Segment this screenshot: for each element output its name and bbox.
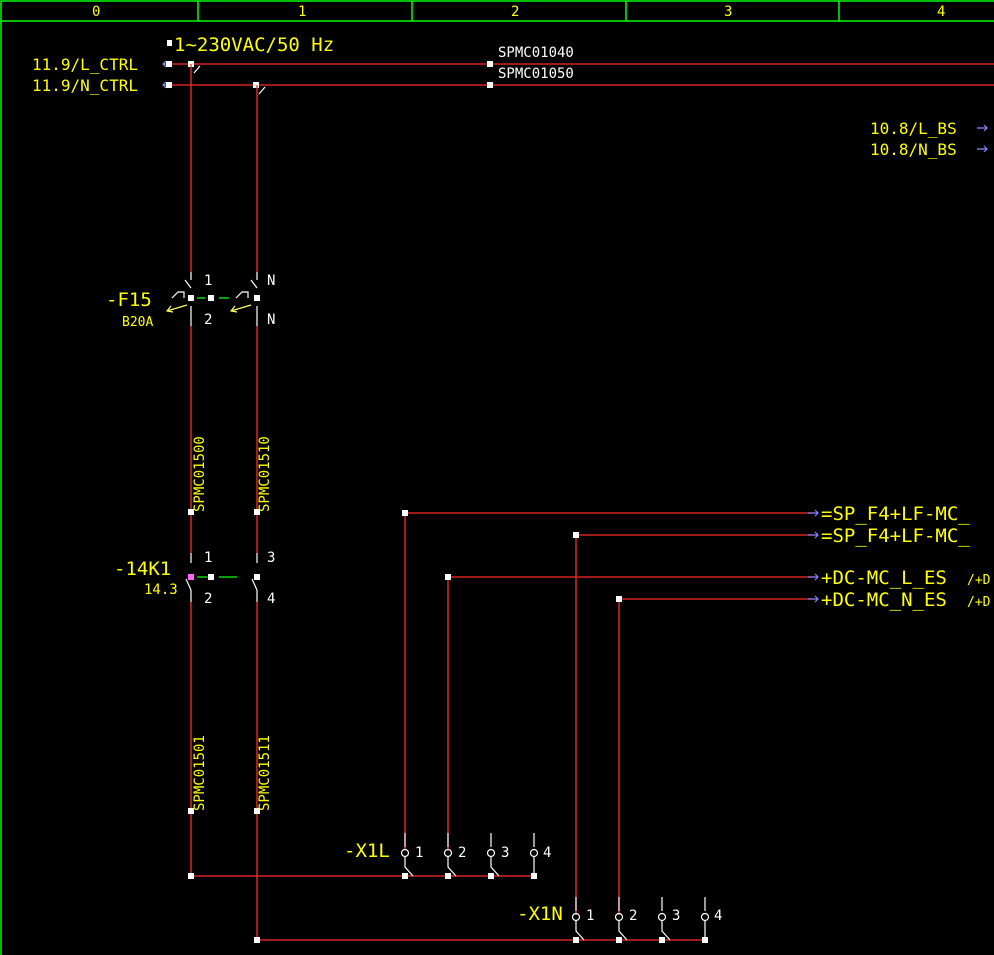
terminal-pin-label: 4 — [543, 845, 551, 861]
junction-node — [208, 574, 214, 580]
contactor-pin-label: 4 — [267, 591, 275, 607]
junction-node — [254, 574, 260, 580]
supply-label: 1~230VAC/50 Hz — [174, 34, 334, 56]
terminal-pin-label: 3 — [672, 908, 680, 924]
wire-label-1500: SPMC01500 — [192, 436, 208, 512]
column-label-4: 4 — [937, 4, 945, 20]
terminal-4[interactable]: 4 — [529, 833, 552, 879]
column-label-2: 2 — [511, 4, 519, 20]
signal-l-bs[interactable]: 10.8/L_BS — [870, 119, 957, 138]
contactor-ref: 14.3 — [144, 582, 178, 598]
junction-node — [188, 873, 194, 879]
terminal-4[interactable]: 4 — [700, 897, 723, 943]
terminal-pin-label: 4 — [714, 908, 722, 924]
breaker-pin-label: 2 — [204, 312, 212, 328]
xref-arrow-icon — [808, 509, 819, 603]
terminal-pin-label: 1 — [586, 908, 594, 924]
junction-node — [573, 532, 579, 538]
terminal-tag: -X1L — [344, 840, 390, 862]
contactor-pin-label: 1 — [204, 550, 212, 566]
terminal-pin-label: 3 — [501, 845, 509, 861]
terminal-pin-label: 2 — [629, 908, 637, 924]
trip-arrow-icon — [165, 304, 252, 313]
ruler-border — [0, 0, 994, 22]
terminal-2[interactable]: 2 — [443, 833, 467, 879]
junction-node — [254, 808, 260, 814]
wire-label-1050: SPMC01050 — [498, 66, 574, 82]
breaker-pin-label: N — [267, 273, 275, 289]
output-label-1[interactable]: =SP_F4+LF-MC_ — [821, 503, 970, 525]
junction-node — [188, 574, 194, 580]
terminal-2[interactable]: 2 — [614, 897, 638, 943]
signal-endpoint — [166, 82, 172, 88]
breaker-f15[interactable]: -F15 B20A 1 2 N N — [106, 272, 275, 330]
signal-n-ctrl[interactable]: 11.9/N_CTRL — [32, 76, 138, 95]
junction-node — [188, 295, 194, 301]
wire-label-1040: SPMC01040 — [498, 45, 574, 61]
junction-node — [253, 82, 259, 88]
breaker-pin-label: 1 — [204, 273, 212, 289]
junction-tick — [193, 65, 266, 95]
output-label-3[interactable]: +DC-MC_L_ES — [821, 567, 947, 589]
contactor-pin-label: 2 — [204, 591, 212, 607]
junction-node — [402, 510, 408, 516]
wire-label-1511: SPMC01511 — [257, 735, 273, 811]
junction-node — [487, 61, 493, 67]
terminal-3[interactable]: 3 — [657, 897, 681, 943]
junction-node — [616, 596, 622, 602]
breaker-pin-label: N — [267, 312, 275, 328]
output-label-4[interactable]: +DC-MC_N_ES — [821, 589, 947, 611]
junction-node — [254, 509, 260, 515]
terminal-strip-x1l[interactable]: -X1L 1 2 3 4 — [344, 833, 551, 879]
contactor-pin-label: 3 — [267, 550, 275, 566]
terminal-1[interactable]: 1 — [571, 897, 595, 943]
signal-endpoint — [166, 61, 172, 67]
column-label-1: 1 — [298, 4, 306, 20]
terminal-1[interactable]: 1 — [400, 833, 424, 879]
output-label-3-suffix: /+D — [967, 573, 991, 588]
junction-node — [254, 937, 260, 943]
column-label-3: 3 — [724, 4, 732, 20]
junction-node — [487, 82, 493, 88]
wire-label-1510: SPMC01510 — [257, 436, 273, 512]
junction-node — [188, 808, 194, 814]
signal-l-ctrl[interactable]: 11.9/L_CTRL — [32, 55, 138, 74]
terminal-pin-label: 1 — [415, 845, 423, 861]
breaker-tag: -F15 — [106, 289, 152, 311]
output-label-4-suffix: /+D — [967, 595, 991, 610]
terminal-3[interactable]: 3 — [486, 833, 510, 879]
signal-n-bs[interactable]: 10.8/N_BS — [870, 140, 957, 159]
column-label-0: 0 — [92, 4, 100, 20]
junction-node — [445, 574, 451, 580]
contactor-14k1[interactable]: -14K1 14.3 1 2 3 4 — [114, 550, 275, 607]
terminal-strip-x1n[interactable]: -X1N 1 2 3 4 — [517, 897, 722, 943]
output-label-2[interactable]: =SP_F4+LF-MC_ — [821, 525, 970, 547]
contactor-tag: -14K1 — [114, 558, 171, 580]
junction-node — [188, 509, 194, 515]
junction-node — [254, 295, 260, 301]
xref-arrow-icon — [977, 124, 988, 153]
terminal-tag: -X1N — [517, 903, 563, 925]
breaker-contact-icon — [184, 272, 258, 326]
wire-label-1501: SPMC01501 — [192, 735, 208, 811]
breaker-thermal-icon — [171, 291, 249, 299]
junction-node — [208, 295, 214, 301]
breaker-rating: B20A — [122, 315, 153, 330]
contactor-contact-icon — [185, 553, 258, 602]
terminal-pin-label: 2 — [458, 845, 466, 861]
supply-marker — [167, 40, 172, 46]
